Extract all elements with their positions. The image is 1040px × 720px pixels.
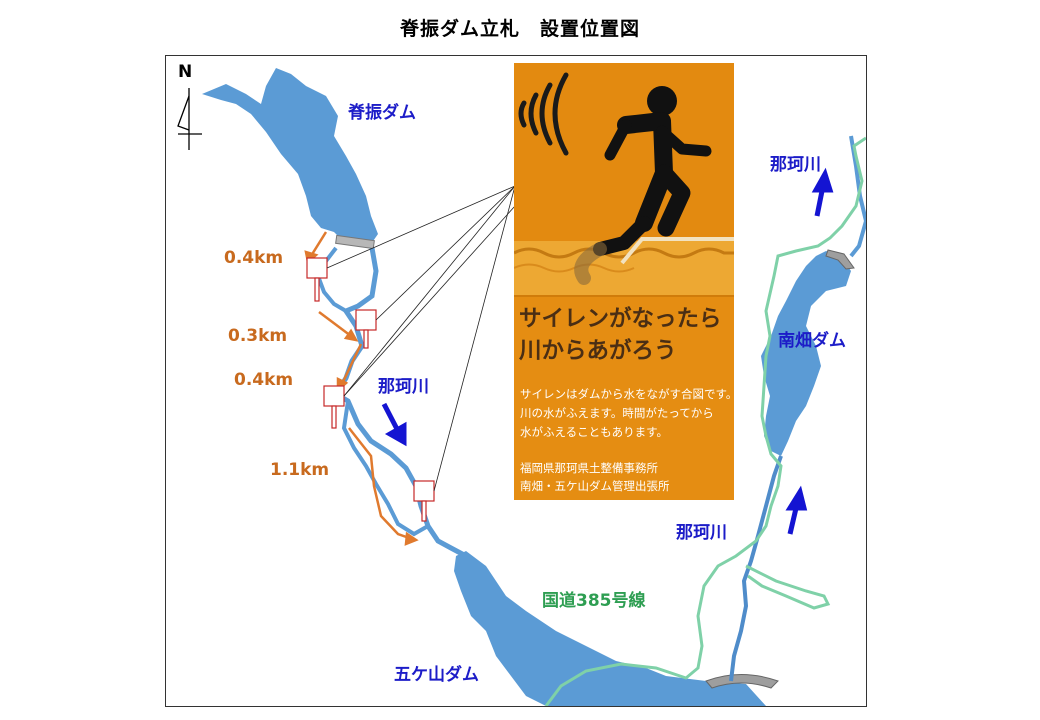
sign-organization-line-1: 福岡県那珂県土整備事務所 [520,461,658,475]
sign-headline: サイレンがなったら 川からあがろう [519,303,733,367]
sefuri-dam-label: 脊振ダム [348,103,416,123]
running-person-icon [574,86,712,285]
warning-sign: サイレンがなったら 川からあがろう サイレンはダムから水をながす合図です。 川の… [514,63,734,500]
minamihata-dam-label: 南畑ダム [778,331,846,351]
sign-organization-line-2: 南畑・五ケ山ダム管理出張所 [520,479,670,493]
distance-label-3: 0.4km [234,370,294,390]
route-385-loop [745,564,831,610]
north-arrow-icon [177,88,202,150]
sign-illustration [514,72,734,295]
distance-label-2: 0.3km [228,326,288,346]
sign-body: サイレンはダムから水をながす合図です。 川の水がふえます。時間がたってから 水が… [520,385,734,442]
sign-headline-line-1: サイレンがなったら [519,306,722,332]
naka-river-east [729,455,783,682]
north-label: N [178,62,193,82]
sefuri-dam-wall [335,234,375,250]
naka-river-label-top: 那珂川 [770,155,821,175]
naka-river-label-lower: 那珂川 [676,523,727,543]
route-385 [544,136,866,706]
route-385-label: 国道385号線 [542,591,646,611]
sign-body-line-2: 川の水がふえます。時間がたってから [520,406,714,420]
sign-body-line-3: 水がふえることもあります。 [520,425,669,439]
sign-organization: 福岡県那珂県土整備事務所 南畑・五ケ山ダム管理出張所 [520,459,732,495]
gokayama-dam-wall [705,674,779,689]
minamihata-dam-wall [825,249,855,270]
leader-lines [326,185,516,492]
naka-river-east-top [849,135,866,258]
distance-label-1: 0.4km [224,248,284,268]
siren-waves-icon [518,72,569,156]
sefuri-reservoir [202,68,378,244]
flow-arrows [381,167,834,535]
naka-river-upper [332,247,468,559]
minamihata-reservoir [761,251,851,456]
gokayama-dam-label: 五ケ山ダム [394,665,479,685]
sign-body-line-1: サイレンはダムから水をながす合図です。 [520,387,734,401]
sign-text-panel: サイレンがなったら 川からあがろう サイレンはダムから水をながす合図です。 川の… [514,295,734,500]
naka-river-label-middle: 那珂川 [378,377,429,397]
naka-river-branch [341,400,429,537]
gokayama-reservoir [454,551,766,706]
page-title: 脊振ダム立札 設置位置図 [399,18,640,40]
sign-headline-line-2: 川からあがろう [519,338,677,364]
map-canvas [177,68,866,706]
sign-markers [306,257,435,522]
naka-river-upper-west [315,246,348,313]
distance-arrows [304,231,419,546]
distance-label-4: 1.1km [270,460,330,480]
